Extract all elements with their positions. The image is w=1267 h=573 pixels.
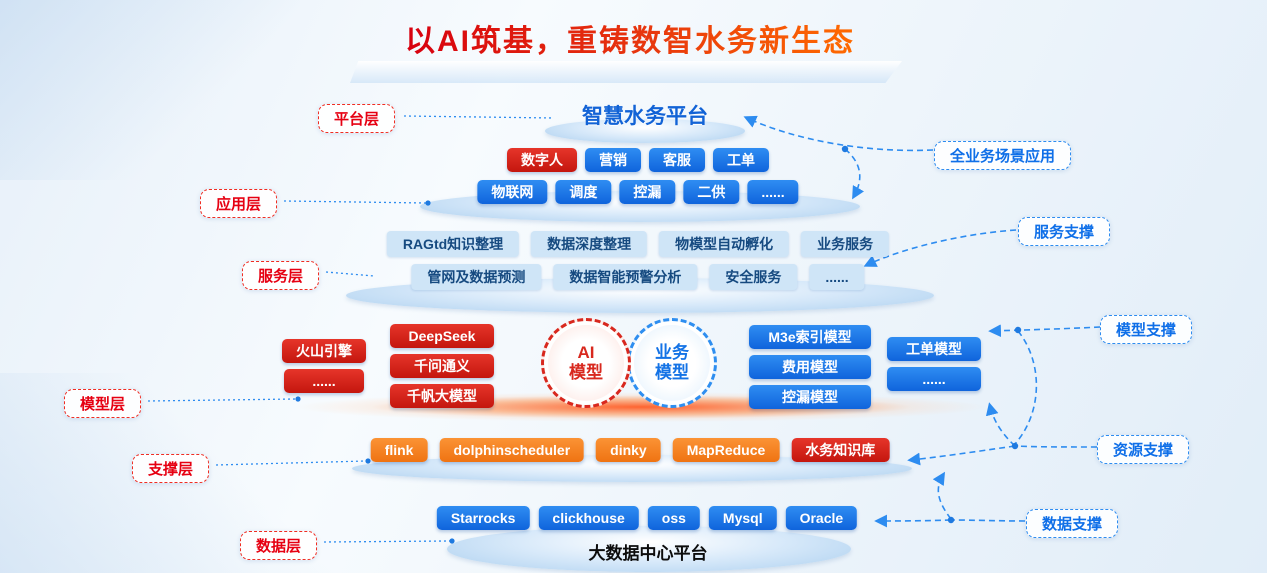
service-chip-pipe-forecast: 管网及数据预测 xyxy=(411,264,542,290)
app-chip-dispatch: 调度 xyxy=(555,180,612,204)
app-chip-iot: 物联网 xyxy=(477,180,548,204)
app-chip-secondary-supply: 二供 xyxy=(683,180,740,204)
support-label-model: 模型支撑 xyxy=(1100,315,1193,344)
ai-circle-line-1: AI xyxy=(577,342,595,362)
ai-circle-line-2: 模型 xyxy=(569,363,603,382)
service-chip-business-service: 业务服务 xyxy=(801,231,890,257)
smart-water-platform-title: 智慧水务平台 xyxy=(582,105,708,128)
data-chip-starrocks: Starrocks xyxy=(436,506,530,530)
model-llm-column: DeepSeek 千问通义 千帆大模型 xyxy=(378,324,506,408)
support-chip-flink: flink xyxy=(370,438,428,462)
model-chip-leak: 控漏模型 xyxy=(749,385,871,409)
app-chip-customer-service: 客服 xyxy=(649,148,705,172)
ai-model-circle: AI 模型 xyxy=(541,318,631,408)
service-chip-model-incubation: 物模型自动孵化 xyxy=(659,231,790,257)
data-chip-oss: oss xyxy=(647,506,700,530)
data-row: Starrocks clickhouse oss Mysql Oracle xyxy=(436,506,858,530)
data-chip-clickhouse: clickhouse xyxy=(538,506,639,530)
service-chip-data-deep-sort: 数据深度整理 xyxy=(531,231,648,257)
business-circle-line-2: 模型 xyxy=(655,363,689,382)
layer-label-platform: 平台层 xyxy=(318,104,396,133)
app-row-2: 物联网 调度 控漏 二供 ...... xyxy=(477,180,799,204)
model-chip-work-order: 工单模型 xyxy=(887,337,981,361)
platform-ellipse xyxy=(545,119,745,143)
support-chip-dinky: dinky xyxy=(596,438,661,462)
support-chip-dolphinscheduler: dolphinscheduler xyxy=(439,438,585,462)
support-chip-mapreduce: MapReduce xyxy=(672,438,780,462)
business-model-circle: 业务 模型 xyxy=(627,318,717,408)
model-engine-column: 火山引擎 ...... xyxy=(282,339,366,393)
big-data-center-title: 大数据中心平台 xyxy=(588,544,708,563)
layer-label-service: 服务层 xyxy=(242,261,320,290)
support-label-service: 服务支撑 xyxy=(1018,217,1111,246)
model-chip-volcano-engine: 火山引擎 xyxy=(282,339,366,363)
app-chip-marketing: 营销 xyxy=(585,148,641,172)
service-chip-security: 安全服务 xyxy=(709,264,798,290)
app-chip-more: ...... xyxy=(747,180,799,204)
model-chip-deepseek: DeepSeek xyxy=(390,324,494,348)
business-circle-line-1: 业务 xyxy=(655,342,689,362)
service-chip-more: ...... xyxy=(809,264,865,290)
page-title: 以AI筑基，重铸数智水务新生态 xyxy=(405,16,855,60)
model-chip-engine-more: ...... xyxy=(284,369,364,393)
model-chip-fee: 费用模型 xyxy=(749,355,871,379)
service-row-1: RAGtd知识整理 数据深度整理 物模型自动孵化 业务服务 xyxy=(386,231,890,257)
app-row-1: 数字人 营销 客服 工单 xyxy=(507,148,769,172)
background-wedge-top-left xyxy=(0,0,300,180)
model-chip-qianwen: 千问通义 xyxy=(390,354,494,378)
app-chip-digital-human: 数字人 xyxy=(507,148,577,172)
model-chip-m3e-index: M3e索引模型 xyxy=(749,325,871,349)
title-banner-shape xyxy=(350,61,902,83)
model-chip-qianfan: 千帆大模型 xyxy=(390,384,494,408)
service-chip-rag-knowledge: RAGtd知识整理 xyxy=(386,231,520,257)
support-label-data: 数据支撑 xyxy=(1026,509,1119,538)
layer-label-application: 应用层 xyxy=(200,189,278,218)
layer-label-support: 支撑层 xyxy=(132,454,210,483)
model-chip-more: ...... xyxy=(887,367,981,391)
support-label-resource: 资源支撑 xyxy=(1097,435,1190,464)
app-chip-work-order: 工单 xyxy=(713,148,769,172)
layer-label-data: 数据层 xyxy=(240,531,318,560)
business-model-column: M3e索引模型 费用模型 控漏模型 xyxy=(738,325,882,409)
layer-label-model: 模型层 xyxy=(64,389,142,418)
service-chip-smart-alert: 数据智能预警分析 xyxy=(553,264,698,290)
support-chip-water-knowledge-base: 水务知识库 xyxy=(791,438,890,462)
business-model-extra-column: 工单模型 ...... xyxy=(884,337,984,391)
data-ellipse xyxy=(447,526,851,572)
support-label-business-scenarios: 全业务场景应用 xyxy=(934,141,1072,170)
data-chip-mysql: Mysql xyxy=(708,506,777,530)
support-row: flink dolphinscheduler dinky MapReduce 水… xyxy=(370,438,890,462)
app-chip-leak-control: 控漏 xyxy=(619,180,676,204)
data-chip-oracle: Oracle xyxy=(785,506,858,530)
service-row-2: 管网及数据预测 数据智能预警分析 安全服务 ...... xyxy=(411,264,865,290)
